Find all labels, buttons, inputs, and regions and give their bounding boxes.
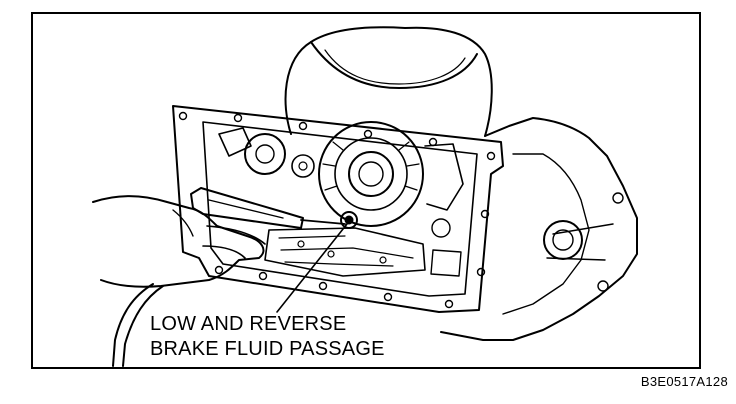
converter-housing-outline [284,26,493,137]
valve-body-plate [264,227,426,277]
figure-code: B3E0517A128 [640,374,728,389]
right-boss [431,218,451,238]
converter-housing-rim [310,41,478,89]
small-gear-center [298,161,308,171]
fluid-passage-outer [340,211,358,229]
hand-outline [92,195,265,288]
hand-knuckle [172,209,194,237]
case-right-body [440,117,638,341]
case-boss-bore [552,229,574,251]
valve-port [297,240,305,248]
left-gear [244,133,286,175]
case-bolt-hole [597,280,609,292]
clutch-drum [318,121,424,227]
right-housing [424,143,464,211]
small-gear [291,154,315,178]
clutch-drum-bore [358,161,384,187]
case-right-rib [546,223,614,261]
callout-label-line1: LOW AND REVERSE [150,313,347,335]
converter-housing-inner-rim [324,49,466,85]
valve-channels [278,235,414,267]
drum-splines [322,141,420,191]
hand-finger [206,225,266,245]
air-gun-barrel [208,199,284,219]
air-hose-outer [122,285,164,367]
valve-port [379,256,387,264]
flange-bolts [178,111,496,309]
clutch-drum-hub [348,151,394,197]
hand-finger [202,245,246,259]
case-right-contour [502,153,590,315]
clutch-drum-ring [334,137,408,211]
left-gear-center [255,144,275,164]
fluid-passage-inner [344,215,354,225]
left-bracket [218,127,252,157]
figure-frame: LOW AND REVERSE BRAKE FLUID PASSAGE [31,12,701,369]
accumulator [430,249,462,277]
air-hose-inner [112,283,154,367]
valve-port [327,250,335,258]
case-bolt-hole [612,192,624,204]
case-boss [543,220,583,260]
air-gun-nozzle [300,219,346,225]
callout-leader-line [276,223,348,313]
callout-label-line2: BRAKE FLUID PASSAGE [150,338,385,360]
transmission-case-illustration [92,26,638,367]
pan-flange-inner [202,121,478,297]
pan-flange-outer [172,105,504,313]
